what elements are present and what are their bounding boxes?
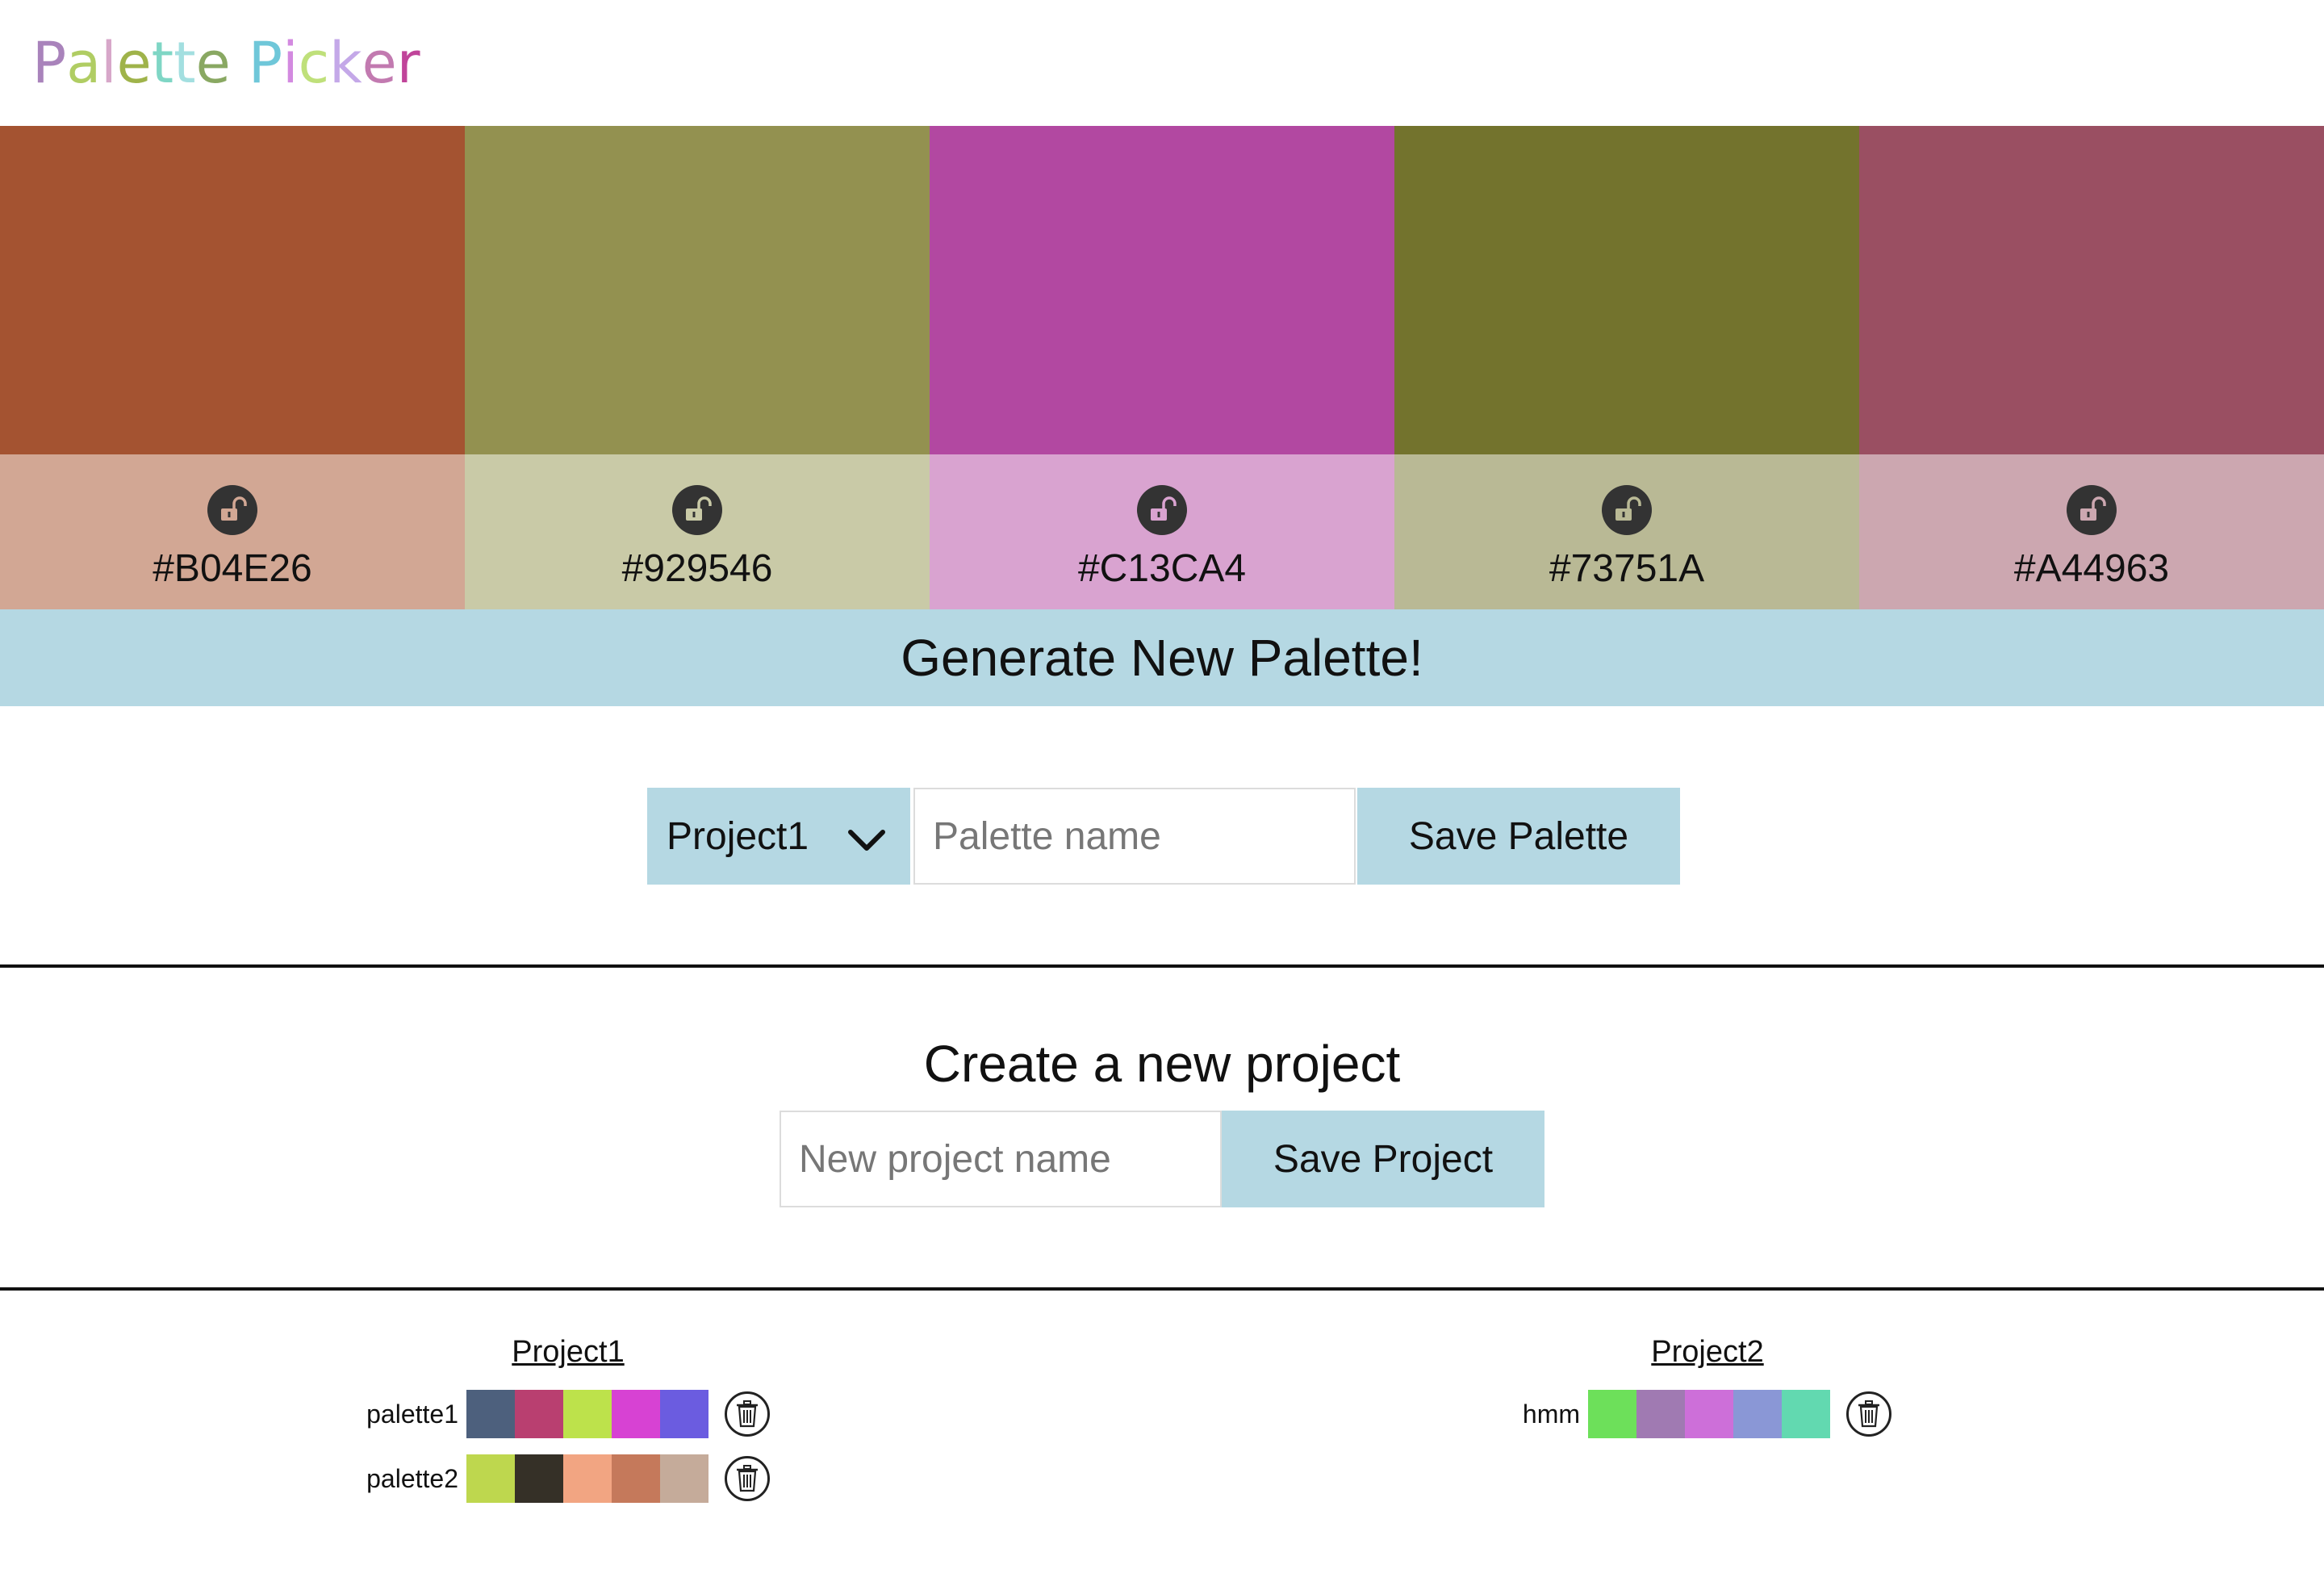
save-palette-button[interactable]: Save Palette — [1357, 788, 1680, 885]
mini-swatch — [1685, 1390, 1733, 1438]
chevron-down-icon — [847, 818, 886, 863]
swatch-3: #C13CA4 — [930, 126, 1394, 609]
save-project-button[interactable]: Save Project — [1222, 1111, 1544, 1207]
swatch-info: #A44963 — [1859, 454, 2324, 609]
mini-swatch — [1782, 1390, 1830, 1438]
app-logo: Palette Picker — [32, 30, 420, 96]
swatch-color — [930, 126, 1394, 454]
trash-icon[interactable] — [725, 1391, 770, 1437]
project-select[interactable]: Project1 — [647, 788, 910, 885]
save-palette-form: Project1 Save Palette — [647, 788, 1680, 885]
palette-name: palette1 — [366, 1399, 458, 1429]
unlock-icon[interactable] — [672, 485, 722, 535]
palette-name-input[interactable] — [913, 788, 1356, 885]
mini-swatch — [466, 1390, 515, 1438]
mini-swatch — [1588, 1390, 1636, 1438]
swatch-hex: #73751A — [1549, 547, 1705, 590]
project-title: Project1 — [512, 1335, 625, 1369]
swatch-5: #A44963 — [1859, 126, 2324, 609]
swatch-color — [1859, 126, 2324, 454]
palette-row: palette1 — [366, 1389, 770, 1439]
swatch-4: #73751A — [1394, 126, 1859, 609]
mini-swatch — [612, 1390, 660, 1438]
swatch-color — [0, 126, 465, 454]
swatch-hex: #929546 — [621, 547, 773, 590]
mini-swatch — [515, 1390, 563, 1438]
swatch-color — [465, 126, 930, 454]
mini-swatch — [563, 1454, 612, 1503]
palette-name: hmm — [1522, 1399, 1580, 1429]
swatch-info: #73751A — [1394, 454, 1859, 609]
palette-swatches: #B04E26 #929546 #C13CA4 #73751A #A44963 — [0, 126, 2324, 609]
unlock-icon[interactable] — [2067, 485, 2117, 535]
palette-swatches-mini — [466, 1390, 708, 1438]
mini-swatch — [660, 1390, 708, 1438]
swatch-1: #B04E26 — [0, 126, 465, 609]
mini-swatch — [1636, 1390, 1685, 1438]
unlock-icon[interactable] — [1137, 485, 1187, 535]
generate-palette-button[interactable]: Generate New Palette! — [0, 609, 2324, 706]
swatch-color — [1394, 126, 1859, 454]
palette-swatches-mini — [1588, 1390, 1830, 1438]
new-project-name-input[interactable] — [780, 1111, 1222, 1207]
app-header: Palette Picker — [0, 0, 2324, 126]
project-select-value: Project1 — [667, 814, 809, 858]
divider — [0, 964, 2324, 968]
swatch-hex: #A44963 — [2013, 547, 2170, 590]
new-project-heading: Create a new project — [923, 1035, 1401, 1093]
palette-swatches-mini — [466, 1454, 708, 1503]
mini-swatch — [612, 1454, 660, 1503]
mini-swatch — [660, 1454, 708, 1503]
palette-row: hmm — [1523, 1389, 1891, 1439]
mini-swatch — [563, 1390, 612, 1438]
trash-icon[interactable] — [1846, 1391, 1891, 1437]
mini-swatch — [466, 1454, 515, 1503]
divider — [0, 1287, 2324, 1291]
new-project-form: Save Project — [780, 1111, 1544, 1207]
swatch-info: #C13CA4 — [930, 454, 1394, 609]
unlock-icon[interactable] — [1602, 485, 1652, 535]
palette-row: palette2 — [366, 1454, 770, 1504]
unlock-icon[interactable] — [207, 485, 257, 535]
swatch-hex: #C13CA4 — [1077, 547, 1247, 590]
swatch-info: #B04E26 — [0, 454, 465, 609]
swatch-2: #929546 — [465, 126, 930, 609]
project-title: Project2 — [1651, 1335, 1764, 1369]
mini-swatch — [1733, 1390, 1782, 1438]
trash-icon[interactable] — [725, 1456, 770, 1501]
mini-swatch — [515, 1454, 563, 1503]
palette-name: palette2 — [366, 1463, 458, 1493]
swatch-hex: #B04E26 — [153, 547, 312, 590]
swatch-info: #929546 — [465, 454, 930, 609]
